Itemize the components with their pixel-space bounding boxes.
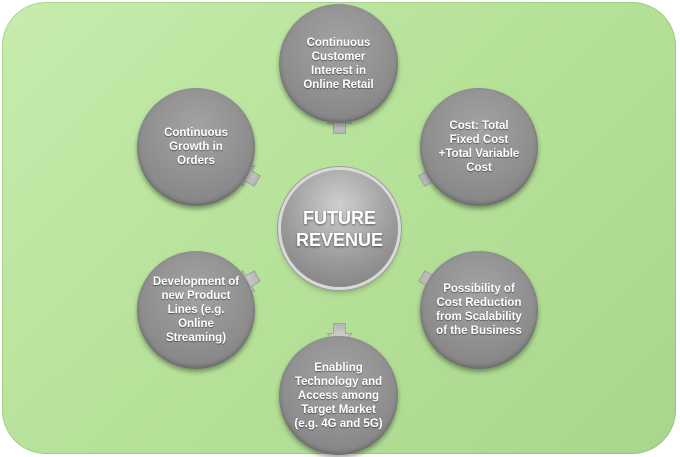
node-bottom-left: Development of new Product Lines (e.g. O… bbox=[137, 251, 255, 369]
node-bottom: Enabling Technology and Access among Tar… bbox=[279, 336, 398, 455]
arrow-bottom-icon bbox=[326, 323, 353, 347]
node-top-right: Cost: Total Fixed Cost +Total Variable C… bbox=[420, 88, 538, 206]
node-top-left-label: Continuous Growth in Orders bbox=[164, 127, 228, 167]
node-top-label: Continuous Customer Interest in Online R… bbox=[303, 36, 374, 91]
node-bottom-right: Possibility of Cost Reduction from Scala… bbox=[420, 251, 538, 369]
node-top-right-label: Cost: Total Fixed Cost +Total Variable C… bbox=[438, 120, 520, 174]
node-bottom-right-label: Possibility of Cost Reduction from Scala… bbox=[436, 283, 522, 337]
center-label: FUTURE REVENUE bbox=[295, 207, 384, 250]
node-top-left: Continuous Growth in Orders bbox=[137, 88, 255, 206]
node-bottom-left-label: Development of new Product Lines (e.g. O… bbox=[152, 276, 240, 344]
node-top: Continuous Customer Interest in Online R… bbox=[279, 4, 398, 123]
center-node: FUTURE REVENUE bbox=[281, 170, 398, 287]
node-bottom-label: Enabling Technology and Access among Tar… bbox=[294, 361, 383, 430]
